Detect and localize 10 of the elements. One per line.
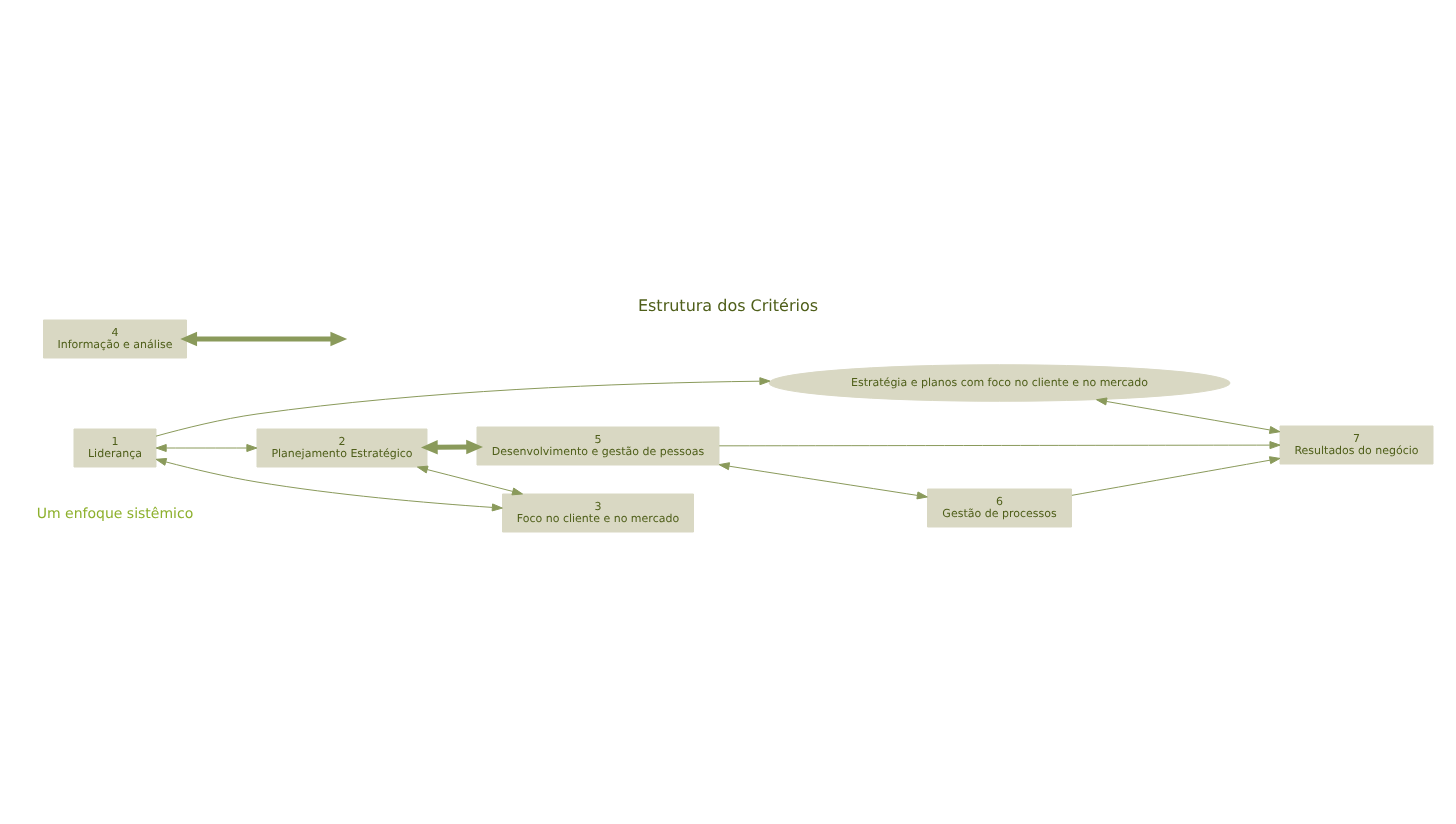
arrow [718,440,1281,449]
arrow [155,443,258,451]
arrow [155,457,503,511]
arrow [180,330,348,346]
arrow [416,464,523,495]
arrow [718,461,928,499]
arrow [155,376,771,436]
arrow [420,438,483,454]
arrow [1071,455,1281,495]
arrow [1096,396,1281,433]
